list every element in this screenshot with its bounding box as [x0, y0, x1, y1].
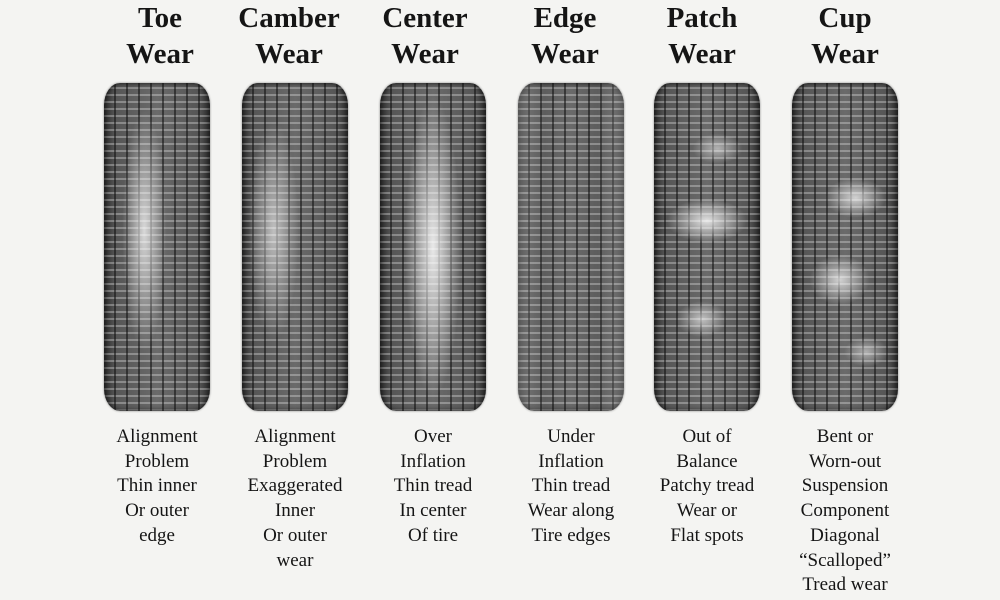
- description-line: “Scalloped”: [799, 549, 891, 571]
- description-line: Under: [547, 426, 595, 447]
- title-line: Toe: [137, 2, 183, 34]
- title-line: Wear: [531, 38, 599, 70]
- wear-highlight: [104, 83, 210, 411]
- camber-wear-tire-image: [242, 83, 348, 411]
- description-line: Exaggerated: [247, 475, 343, 497]
- description-line: Wear along: [527, 500, 615, 522]
- description-line: Component: [800, 500, 890, 522]
- wear-highlight: [518, 83, 624, 411]
- description-line: Thin inner: [117, 475, 197, 497]
- title-line: Cup: [818, 2, 872, 34]
- description-line: wear: [276, 549, 314, 571]
- description-line: Thin tread: [393, 475, 473, 497]
- wear-highlight: [380, 83, 486, 411]
- description-line: Of tire: [407, 524, 459, 546]
- description-line: Wear or: [676, 500, 738, 522]
- description-line: Tread wear: [802, 574, 888, 596]
- wear-highlight: [792, 83, 898, 411]
- title-line: Wear: [391, 38, 459, 70]
- wear-highlight: [242, 83, 348, 411]
- description-line: Balance: [676, 450, 738, 472]
- description-line: edge: [139, 524, 175, 546]
- description-line: Suspension: [801, 475, 889, 497]
- description-line: Tire edges: [531, 524, 611, 546]
- description-line: Diagonal: [810, 524, 880, 546]
- title-line: Camber: [238, 2, 340, 34]
- description-line: Bent or: [816, 426, 874, 447]
- description-line: Over: [414, 426, 452, 447]
- description-line: Or outer: [125, 500, 189, 522]
- description-line: Inflation: [400, 450, 466, 472]
- title-line: Patch: [666, 2, 738, 34]
- description-line: Alignment: [254, 426, 336, 447]
- description-line: Flat spots: [670, 524, 744, 546]
- edge-wear-tire-image: [518, 83, 624, 411]
- description-line: Patchy tread: [659, 475, 755, 497]
- description-line: Inflation: [538, 450, 604, 472]
- wear-highlight: [654, 83, 760, 411]
- cup-wear-tire-image: [792, 83, 898, 411]
- description-line: Inner: [274, 500, 316, 522]
- description-line: Out of: [682, 426, 732, 447]
- title-line: Edge: [533, 2, 597, 34]
- description-line: Problem: [262, 450, 328, 472]
- title-line: Center: [382, 2, 468, 34]
- description-line: Thin tread: [531, 475, 611, 497]
- description-line: Alignment: [116, 426, 198, 447]
- description-line: In center: [399, 500, 467, 522]
- patch-wear-tire-image: [654, 83, 760, 411]
- title-line: Wear: [255, 38, 323, 70]
- title-line: Wear: [811, 38, 879, 70]
- description-line: Worn-out: [808, 450, 882, 472]
- center-wear-tire-image: [380, 83, 486, 411]
- toe-wear-tire-image: [104, 83, 210, 411]
- description-line: Problem: [124, 450, 190, 472]
- title-line: Wear: [126, 38, 194, 70]
- title-line: Wear: [668, 38, 736, 70]
- description-line: Or outer: [263, 524, 327, 546]
